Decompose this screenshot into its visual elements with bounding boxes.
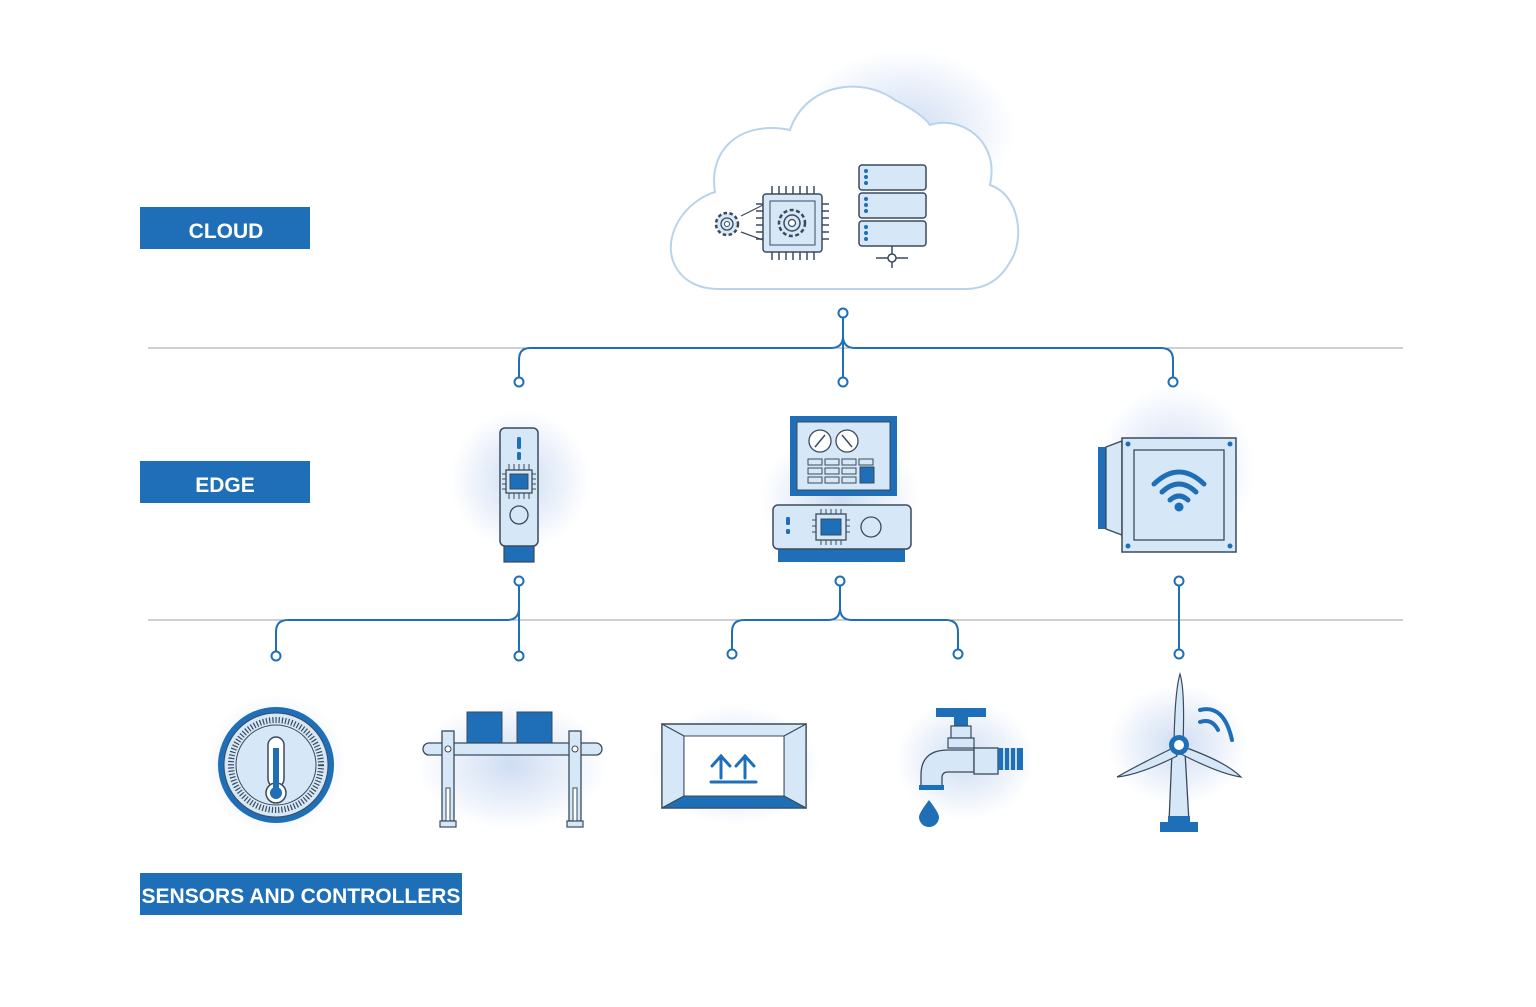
water-tap-icon <box>895 700 1035 827</box>
cpu-gear-icon <box>714 186 829 260</box>
control-panel-computer-icon <box>760 416 920 570</box>
server-rack-icon <box>858 164 927 268</box>
cloud-tier-label: CLOUD <box>140 207 310 249</box>
connector-lines <box>275 318 1180 651</box>
usb-edge-device-icon <box>450 410 590 563</box>
conveyor-belt-icon <box>417 700 607 830</box>
sensors-label-text: SENSORS AND CONTROLLERS <box>142 885 461 908</box>
thermometer-gauge-icon <box>206 695 346 835</box>
wifi-gateway-icon <box>1095 385 1255 555</box>
package-box-icon <box>650 705 820 825</box>
edge-label-text: EDGE <box>195 474 255 497</box>
connector-nodes <box>270 307 1185 662</box>
cloud-node <box>669 50 1020 290</box>
edge-tier-label: EDGE <box>140 461 310 503</box>
wind-turbine-icon <box>1108 671 1248 832</box>
sensors-tier-label: SENSORS AND CONTROLLERS <box>140 873 462 915</box>
cloud-label-text: CLOUD <box>189 220 264 243</box>
